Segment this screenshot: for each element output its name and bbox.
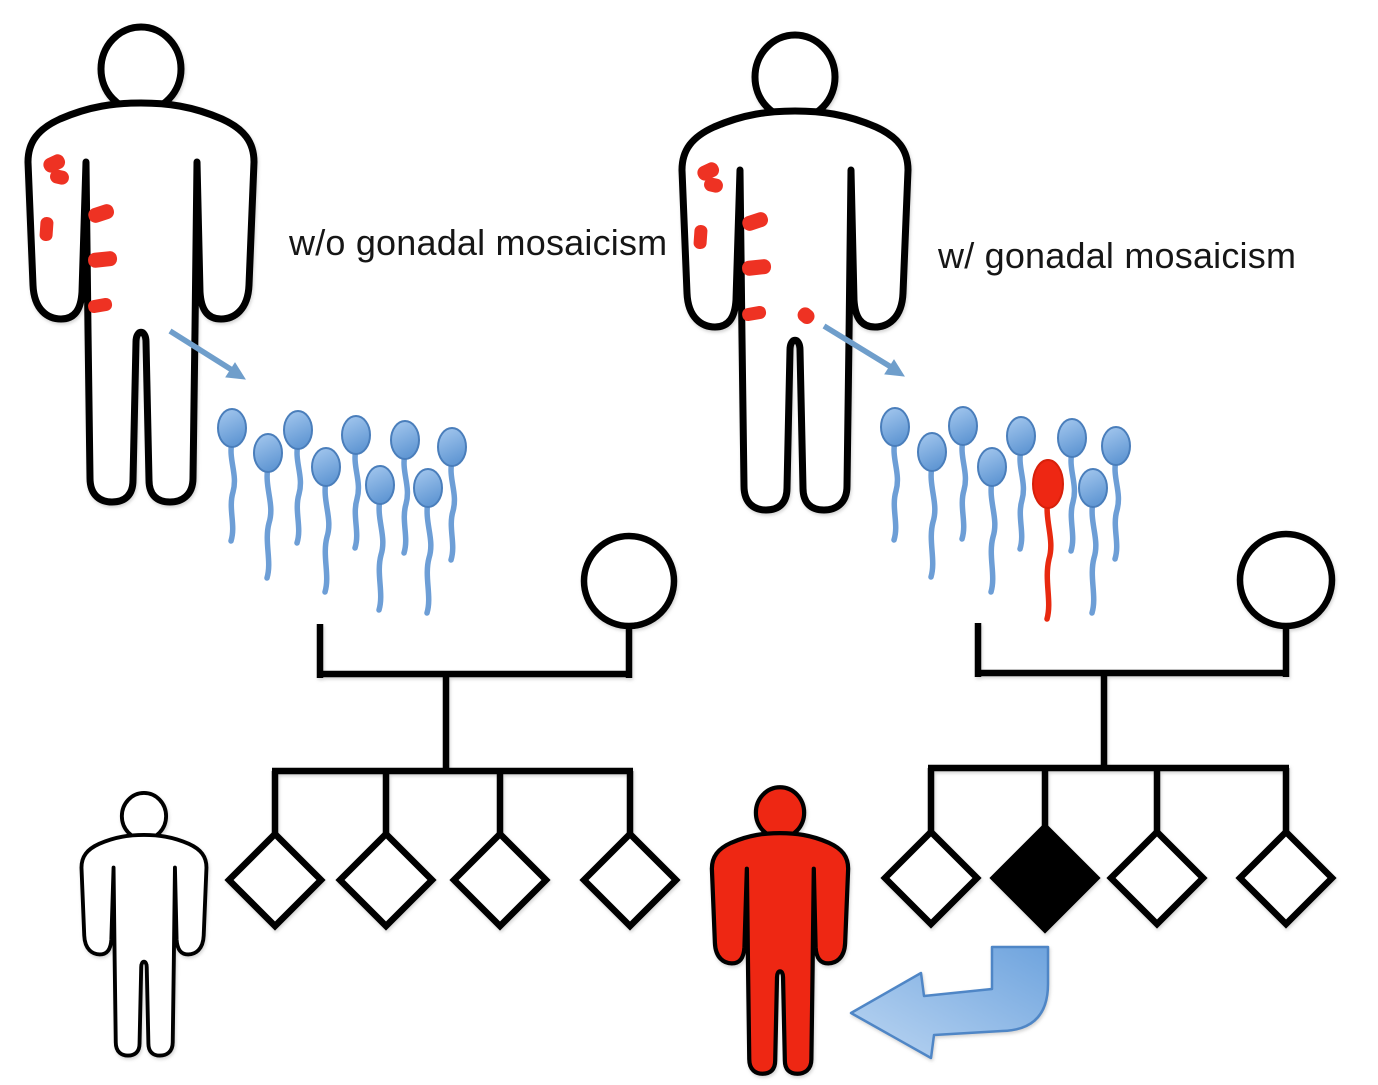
offspring-row-right — [880, 822, 1337, 934]
panel-without-gonadal-mosaicism — [28, 27, 681, 1058]
sperm-cell — [948, 406, 978, 542]
offspring-diamond-unaffected — [224, 829, 326, 931]
gonad-to-sperm-arrow-left — [168, 328, 246, 380]
affected-individual-figure — [712, 787, 848, 1073]
mutant-sperm-cell — [1032, 459, 1064, 622]
sperm-cell — [413, 468, 443, 616]
offspring-diamond-unaffected — [579, 829, 681, 931]
sperm-cell — [437, 427, 467, 563]
pedigree-right — [880, 530, 1337, 934]
offspring-diamond-affected — [989, 822, 1101, 934]
panel-with-gonadal-mosaicism — [682, 35, 1337, 1074]
offspring-row-left — [224, 829, 681, 931]
sperm-cell — [341, 415, 371, 551]
affected-offspring-bent-arrow — [849, 945, 1050, 1060]
pedigree-left — [224, 532, 681, 931]
mother-symbol-left — [580, 532, 678, 630]
sperm-cluster-right — [880, 406, 1131, 622]
sperm-cell — [1078, 468, 1108, 616]
sperm-cell — [1006, 416, 1036, 552]
sperm-cell — [917, 432, 947, 580]
sperm-cell — [880, 407, 910, 543]
sperm-cell — [311, 447, 341, 595]
offspring-diamond-unaffected — [449, 829, 551, 931]
sperm-cell — [365, 465, 395, 613]
gonadal-mutation-mark — [797, 307, 815, 325]
sperm-cell — [390, 420, 420, 556]
label-without-gonadal-mosaicism: w/o gonadal mosaicism — [289, 222, 668, 263]
sperm-cell — [977, 447, 1007, 595]
mother-symbol-right — [1236, 530, 1336, 630]
offspring-diamond-unaffected — [1235, 827, 1337, 929]
offspring-diamond-unaffected — [1106, 827, 1208, 929]
offspring-diamond-unaffected — [880, 827, 982, 929]
sperm-cell — [217, 408, 247, 544]
sperm-cell — [253, 433, 283, 581]
sperm-cell — [283, 410, 313, 546]
sperm-cluster-left — [217, 408, 467, 616]
label-with-gonadal-mosaicism: w/ gonadal mosaicism — [938, 235, 1297, 276]
parent-male-figure-right — [682, 35, 908, 510]
unaffected-individual-figure — [79, 790, 209, 1058]
sperm-cell — [1101, 426, 1131, 562]
gonad-to-sperm-arrow-right — [822, 323, 905, 377]
offspring-diamond-unaffected — [335, 829, 437, 931]
somatic-mutation-marks-right — [693, 160, 815, 325]
sperm-cell — [1057, 418, 1087, 554]
